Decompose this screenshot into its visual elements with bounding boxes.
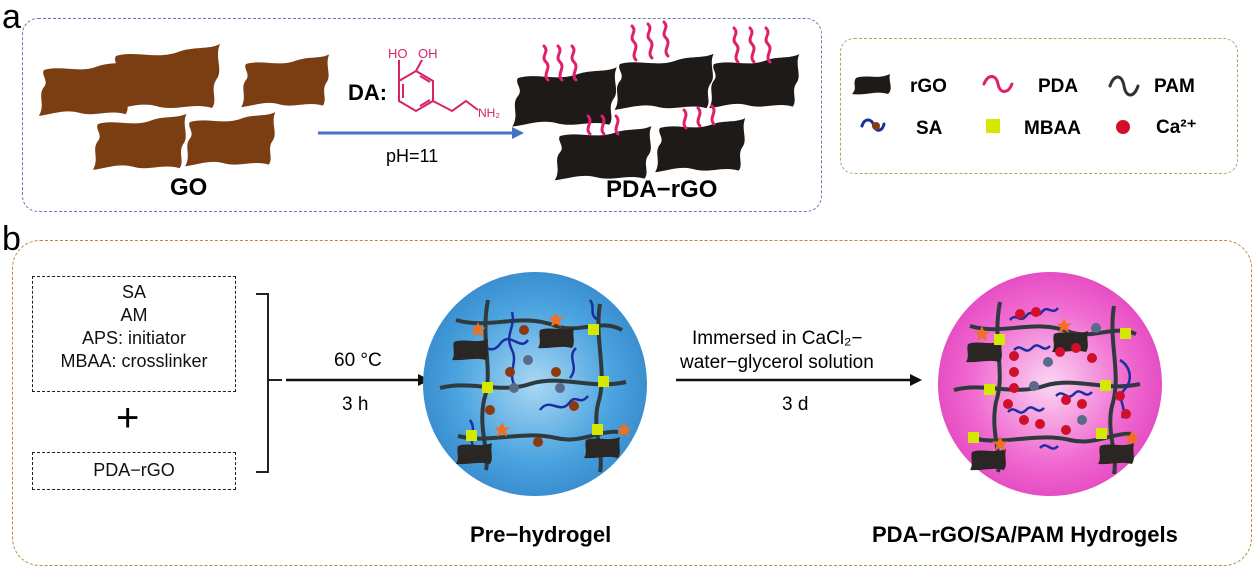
legend-label-mbaa: MBAA [1024,118,1081,139]
pda-wave-icon [982,75,1014,93]
dopamine-molecule [398,59,479,113]
input-mbaa: MBAA: crosslinker [60,351,208,371]
nh2-label: NH₂ [478,106,500,120]
panel-a-letter: a [2,0,21,36]
step1-time: 3 h [342,394,369,415]
legend-label-pam: PAM [1154,76,1195,97]
input-pda-rgo: PDA−rGO [93,460,175,480]
panel-a-frame [22,18,822,212]
step2-arrow [676,374,922,386]
step2-line2: water−glycerol solution [680,352,874,373]
final-ca-ions [1003,307,1131,435]
rgo-sheet-icon [852,74,891,95]
pda-rgo-label: PDA−rGO [606,176,718,203]
bracket [256,293,282,473]
pda-chains [542,20,772,136]
sa-chain-icon [860,118,886,132]
pre-hydrogel-label: Pre−hydrogel [470,522,612,547]
legend-label-rgo: rGO [910,76,947,97]
step2-time: 3 d [782,394,809,415]
final-crosslinks [968,328,1131,443]
pda-rgo-input-box: PDA−rGO [32,452,236,490]
step1-arrow [286,374,430,386]
panel-b-frame [12,240,1252,566]
input-aps: APS: initiator [81,328,187,348]
pre-hydrogel-crosslinks [466,324,609,441]
pre-hydrogel-nodes [509,355,565,393]
mbaa-square-icon [986,119,1000,133]
final-hydrogel-sphere [938,272,1162,496]
ca-dot-icon [1116,120,1130,134]
final-hydrogel-label: PDA−rGO/SA/PAM Hydrogels [872,522,1178,547]
legend-label-ca: Ca²⁺ [1156,117,1197,138]
plus-sign: + [116,396,140,440]
panel-b-letter: b [2,220,21,258]
pre-hydrogel-sphere [423,272,647,496]
da-label: DA: [348,80,388,105]
input-sa: SA [121,282,146,302]
pre-hydrogel-beads [485,325,579,447]
legend-box [840,38,1238,174]
legend-label-pda: PDA [1038,76,1079,97]
step1-temperature: 60 °C [334,350,382,371]
final-nodes [1029,323,1101,425]
legend-label-sa: SA [916,118,943,139]
ph-label: pH=11 [386,146,439,166]
oh-label-2: OH [418,46,438,61]
monomer-inputs-box: SA AM APS: initiator MBAA: crosslinker [32,276,236,392]
input-am: AM [120,305,148,325]
oh-label-1: HO [388,46,408,61]
reaction-arrow [318,127,524,139]
pam-wave-icon [1108,75,1140,97]
go-label: GO [170,174,208,201]
step2-line1: Immersed in CaCl₂− [692,328,863,349]
